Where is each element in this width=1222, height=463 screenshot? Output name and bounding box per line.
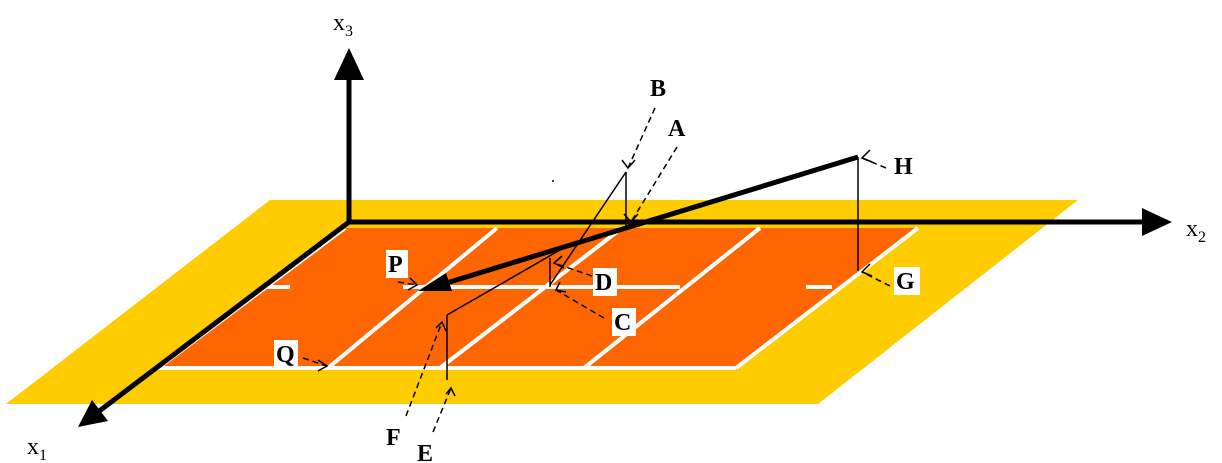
label-Q: Q <box>276 342 295 368</box>
point-labels: B A H G D C P Q F E <box>274 74 920 463</box>
label-A: A <box>668 116 686 142</box>
axis-x2-arrowhead <box>1142 208 1172 236</box>
trajectory-arrowhead <box>418 273 452 291</box>
axis-x1-arrowhead <box>78 400 108 427</box>
axis-label-x1: x1 <box>27 434 47 463</box>
axis-labels: x3 x2 x1 <box>27 10 1206 463</box>
leader-F <box>405 321 443 417</box>
axis-label-x2: x2 <box>1186 216 1206 246</box>
label-D: D <box>595 270 612 296</box>
axes <box>78 48 1172 427</box>
leader-P <box>397 281 418 286</box>
label-H: H <box>894 154 913 180</box>
trajectory-segment-H-A <box>625 154 859 231</box>
trajectory-segment-A-P <box>439 225 627 288</box>
leader-E <box>432 387 452 433</box>
leader-tips <box>317 149 873 397</box>
leader-A <box>630 146 678 223</box>
axis-x3-arrowhead <box>334 48 364 80</box>
court-surface <box>158 228 918 368</box>
label-E: E <box>417 441 433 463</box>
leader-D <box>553 262 593 277</box>
label-B: B <box>650 76 666 102</box>
leader-B <box>627 107 656 169</box>
leader-G <box>861 271 891 287</box>
label-G: G <box>896 269 915 295</box>
leader-Q <box>302 357 328 367</box>
label-F: F <box>386 425 401 451</box>
axis-x1 <box>96 220 351 414</box>
stray-dot <box>552 180 554 182</box>
label-P: P <box>388 252 403 278</box>
label-C: C <box>614 310 631 336</box>
construction-lines <box>446 157 859 380</box>
axis-label-x3: x3 <box>333 10 353 40</box>
